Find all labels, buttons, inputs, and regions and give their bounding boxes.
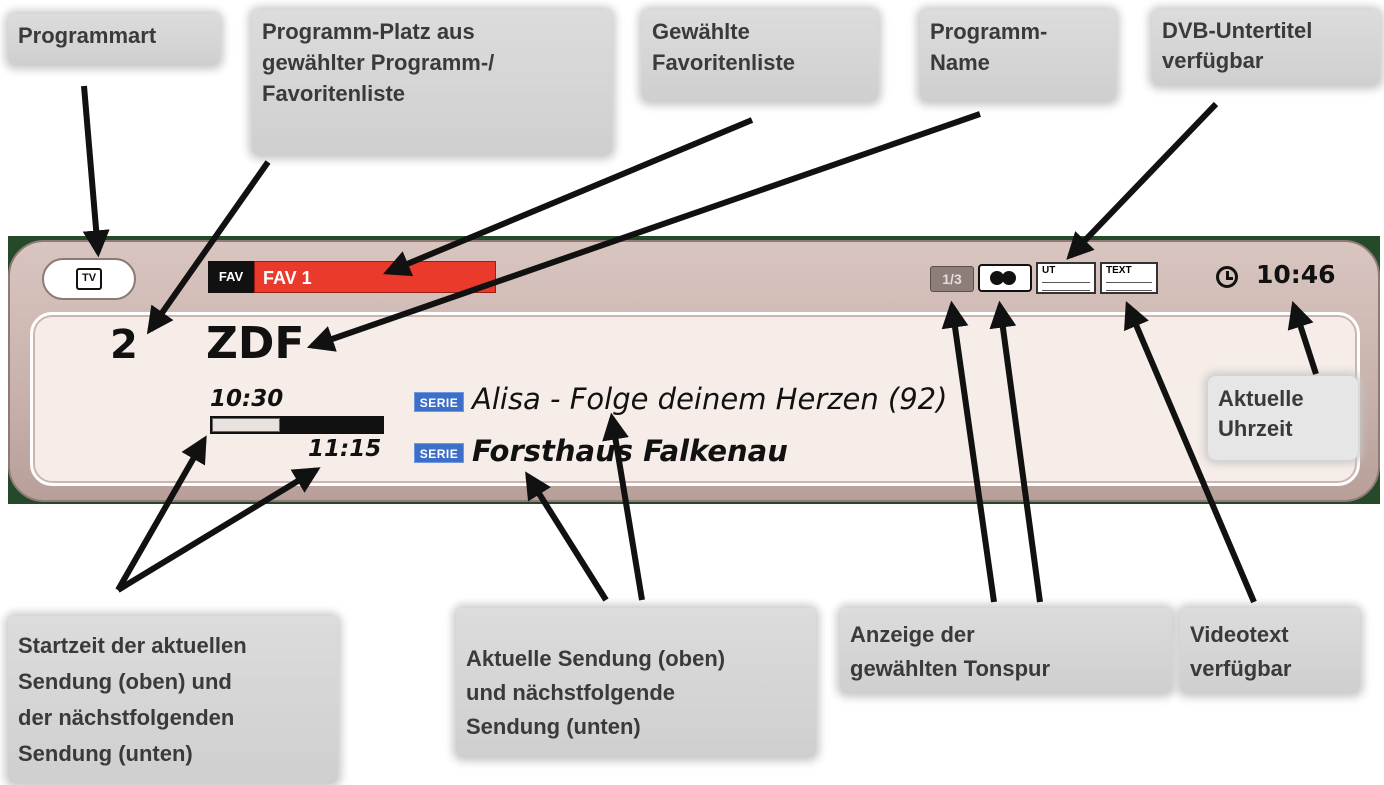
next-show-title: Forsthaus Falkenau [472, 434, 788, 468]
clock-icon [1216, 266, 1238, 288]
callout-programmname: Programm- Name [920, 10, 1116, 102]
show-progress-bar [210, 416, 384, 434]
callout-sendung: Aktuelle Sendung (oben) und nächstfolgen… [456, 608, 816, 758]
callout-startzeit: Startzeit der aktuellen Sendung (oben) u… [8, 616, 338, 784]
stereo-left-dot [990, 271, 1004, 285]
callout-programmart: Programmart [8, 14, 220, 66]
teletext-icon-label: TEXT [1106, 265, 1132, 276]
subtitle-icon-label: UT [1042, 265, 1056, 276]
stereo-right-dot [1002, 271, 1016, 285]
next-show-start-time: 11:15 [308, 436, 382, 462]
subtitle-icon-lines [1042, 282, 1090, 291]
channel-name: ZDF [206, 318, 305, 369]
channel-number: 2 [110, 322, 138, 368]
current-show-title: Alisa - Folge deinem Herzen (92) [472, 382, 948, 416]
arrow-dvb-untertitel [1066, 101, 1219, 260]
fav-badge: FAV [208, 261, 254, 293]
show-progress-fill [212, 418, 280, 432]
current-time: 10:46 [1256, 260, 1336, 289]
arrow-programmart [81, 85, 110, 258]
teletext-icon: TEXT [1100, 262, 1158, 294]
callout-videotext: Videotext verfügbar [1180, 608, 1360, 694]
current-show-start-time: 10:30 [210, 386, 284, 412]
teletext-icon-lines [1106, 282, 1152, 291]
callout-programmplatz: Programm-Platz aus gewählter Programm-/ … [252, 10, 612, 156]
subtitle-icon: UT [1036, 262, 1096, 294]
stereo-icon [978, 264, 1032, 292]
program-type-indicator: TV [42, 258, 136, 300]
callout-favoritenliste: Gewählte Favoritenliste [642, 10, 878, 102]
callout-tonspur: Anzeige der gewählten Tonspur [840, 608, 1172, 694]
audio-track-indicator: 1/3 [930, 266, 974, 292]
tv-icon: TV [76, 268, 102, 290]
genre-badge-current: SERIE [414, 392, 464, 412]
favorites-list-name: FAV 1 [254, 261, 496, 293]
genre-badge-next: SERIE [414, 443, 464, 463]
callout-dvb-untertitel: DVB-Untertitel verfügbar [1152, 10, 1380, 86]
callout-uhrzeit: Aktuelle Uhrzeit [1208, 376, 1358, 460]
